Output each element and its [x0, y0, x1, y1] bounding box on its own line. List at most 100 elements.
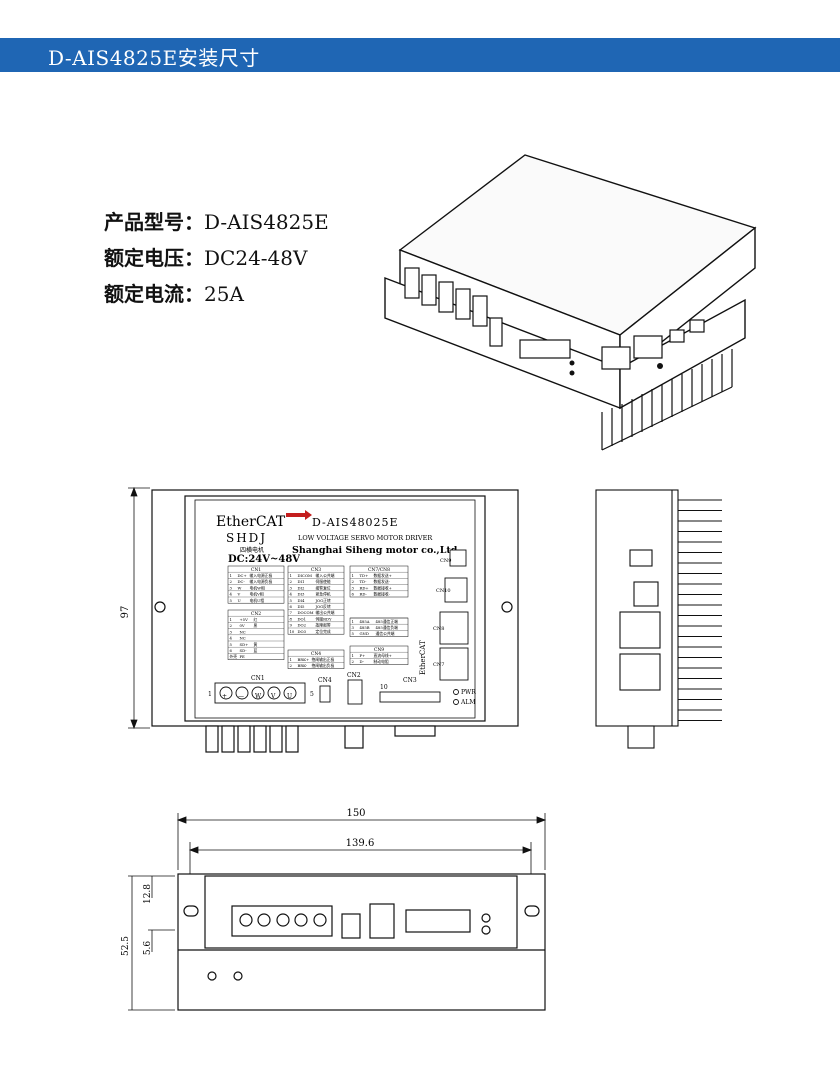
subtitle-label: LOW VOLTAGE SERVO MOTOR DRIVER	[298, 534, 433, 542]
terminal-symbol: +	[222, 693, 227, 700]
pin5-label: 5	[310, 691, 314, 698]
ethercat-side-label: EtherCAT	[419, 640, 427, 675]
table-cell: 1	[352, 653, 354, 658]
cn10-label: CN10	[436, 588, 451, 594]
table-cell: NC	[240, 629, 246, 634]
spec-model: 产品型号：D-AIS4825E	[104, 204, 329, 240]
table-cell: 485通信正端	[376, 619, 399, 624]
dim-width-139: 139.6	[346, 838, 375, 849]
pin1-label: 1	[208, 691, 212, 698]
table-cell: 5	[230, 642, 233, 647]
table-cell: 报警复位	[316, 585, 331, 590]
spec-label: 产品型号：	[104, 210, 204, 234]
dim-slot-top: 12.8	[143, 884, 153, 904]
table-cell: TD-	[360, 579, 368, 584]
dim-width-150: 150	[346, 808, 365, 819]
table-cell: 485通信负端	[376, 625, 399, 630]
table-cell: 数据发送-	[374, 579, 391, 584]
spec-label: 额定电压：	[104, 246, 204, 270]
table-cell: 4	[230, 636, 233, 641]
table-cell: SD-	[240, 648, 248, 653]
terminal-symbol: —	[238, 693, 244, 700]
spec-value: DC24-48V	[204, 246, 308, 270]
table-cell: 数据接收-	[374, 592, 391, 597]
table-cell: 输入电源正极	[250, 573, 273, 578]
table-cell: DOCOM	[298, 610, 314, 615]
table-title: CN7/CN8	[368, 567, 390, 573]
table-cell: 输入公共端	[316, 573, 335, 578]
table-cell: 3	[230, 585, 233, 590]
cn9-label: CN9	[440, 558, 451, 564]
table-title: CN2	[251, 611, 261, 617]
table-cell: DICOM	[298, 573, 313, 578]
cn2-bottom-label: CN2	[347, 672, 361, 679]
table-cell: 红	[254, 617, 258, 622]
table-cell: 3	[352, 585, 355, 590]
table-cell: 电机V相	[250, 592, 264, 597]
table-cell: DI4	[298, 598, 306, 603]
table-cell: 6	[230, 648, 233, 653]
dim-height-52: 52.5	[121, 936, 131, 956]
bottom-view: 150 139.6 52.5 12.8 5.6	[121, 808, 547, 1011]
product-illustration	[384, 154, 757, 451]
pwr-label: PWR	[461, 689, 476, 696]
table-cell: RD+	[360, 585, 369, 590]
spec-current: 额定电流：25A	[104, 276, 329, 312]
table-cell: 9	[290, 623, 293, 628]
table-cell: W	[238, 585, 242, 590]
table-cell: BRK-	[298, 663, 308, 668]
shdj-logo: SHDJ	[226, 531, 267, 545]
table-cell: 6	[290, 604, 293, 609]
table-cell: DI3	[298, 592, 306, 597]
table-cell: 数据发送+	[374, 573, 392, 578]
table-cell: 1	[230, 573, 232, 578]
table-cell: 5	[352, 631, 355, 636]
table-cell: 2	[230, 623, 233, 628]
cn7-label: CN7	[433, 662, 444, 668]
table-cell: 8	[290, 616, 293, 621]
table-cell: 蓝	[254, 648, 258, 653]
table-cell: 4	[290, 592, 293, 597]
technical-drawing: 97 EtherCAT SHDJ 四横电机 DC:24V~48V D-AIS48…	[120, 486, 722, 1011]
table-cell: U	[238, 598, 242, 603]
dim-slot-size: 5.6	[143, 941, 153, 956]
table-cell: 电机W相	[250, 585, 265, 590]
table-cell: 外壳	[230, 654, 238, 659]
table-cell: RD-	[360, 592, 368, 597]
table-cell: GND	[360, 631, 369, 636]
table-cell: P+	[360, 653, 366, 658]
table-cell: 1	[230, 617, 232, 622]
table-cell: 伺服RDY	[316, 616, 332, 621]
cn1-bottom-label: CN1	[251, 675, 265, 682]
table-cell: 4	[230, 592, 233, 597]
table-cell: 7	[290, 610, 293, 615]
table-cell: 3	[230, 629, 233, 634]
table-cell: 2	[352, 579, 355, 584]
table-cell: 黄	[254, 642, 258, 647]
table-cell: 制动电阻	[374, 659, 389, 664]
alm-label: ALM	[460, 699, 475, 706]
pin10-label: 10	[380, 684, 388, 691]
spec-voltage: 额定电压：DC24-48V	[104, 240, 329, 276]
table-title: CN3	[311, 567, 321, 573]
front-view: 97 EtherCAT SHDJ 四横电机 DC:24V~48V D-AIS48…	[120, 486, 519, 753]
table-cell: 2	[290, 663, 293, 668]
table-cell: 抱闸输出负极	[312, 663, 335, 668]
table-cell: SD+	[240, 642, 249, 647]
table-cell: 输出公共端	[316, 610, 335, 615]
cn8-label: CN8	[433, 626, 444, 632]
table-cell: PE	[240, 654, 246, 659]
spec-value: D-AIS4825E	[204, 210, 329, 234]
table-cell: 1	[290, 657, 292, 662]
table-cell: 0V	[240, 623, 245, 628]
spec-block: 产品型号：D-AIS4825E 额定电压：DC24-48V 额定电流：25A	[104, 204, 329, 312]
voltage-label: DC:24V~48V	[228, 554, 300, 565]
table-cell: 6	[352, 592, 355, 597]
table-cell: 电机U相	[250, 598, 265, 603]
table-cell: 1	[290, 573, 292, 578]
